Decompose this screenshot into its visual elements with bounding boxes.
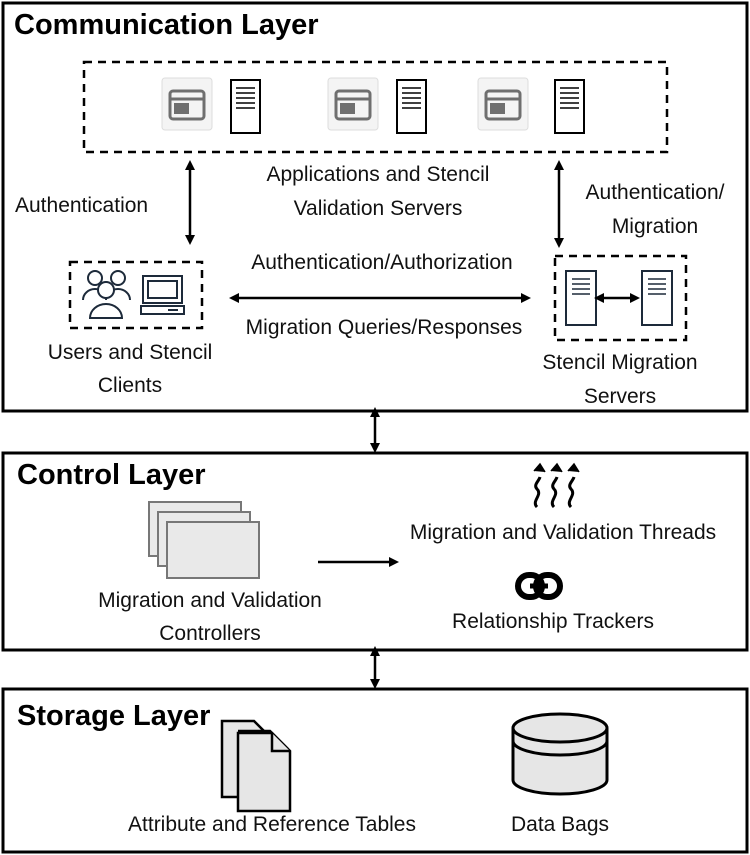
- migration-servers-label-line1: Stencil Migration: [542, 351, 698, 374]
- controllers-label-line1: Migration and Validation: [98, 589, 322, 612]
- trackers-label: Relationship Trackers: [452, 610, 654, 633]
- server-icon: [641, 270, 673, 326]
- storage-layer-title: Storage Layer: [17, 700, 211, 732]
- server-icon: [230, 79, 261, 134]
- bags-label: Data Bags: [510, 813, 610, 836]
- communication-layer-title: Communication Layer: [14, 9, 319, 41]
- auth-right-label-line2: Migration: [611, 215, 699, 238]
- app-servers-label-line2: Validation Servers: [293, 197, 463, 220]
- queries-label: Migration Queries/Responses: [245, 316, 523, 339]
- auth-right-label-line1: Authentication/: [585, 181, 725, 204]
- computer-icon: [140, 275, 185, 315]
- users-icon: [82, 270, 131, 319]
- server-icon: [396, 79, 427, 134]
- browser-window-icon: [327, 77, 379, 131]
- controllers-label-line2: Controllers: [159, 622, 261, 645]
- browser-window-icon: [161, 77, 213, 131]
- migration-servers-group: [553, 254, 688, 342]
- storage-layer-box: [1, 687, 749, 854]
- migration-servers-label-line2: Servers: [583, 385, 657, 408]
- auth-left-label: Authentication: [15, 194, 149, 217]
- controllers-icon: [148, 501, 260, 579]
- clients-label-line1: Users and Stencil: [47, 341, 213, 364]
- database-icon: [511, 712, 609, 796]
- tables-label: Attribute and Reference Tables: [128, 813, 416, 836]
- app-servers-label-line1: Applications and Stencil: [266, 163, 490, 186]
- auth-middle-label: Authentication/Authorization: [251, 251, 513, 274]
- server-icon: [554, 79, 585, 134]
- clients-label-line2: Clients: [97, 374, 163, 397]
- control-layer-title: Control Layer: [17, 459, 206, 491]
- threads-label: Migration and Validation Threads: [409, 521, 717, 544]
- wavy-arrows-icon: [533, 462, 580, 509]
- server-icon: [565, 270, 597, 326]
- document-icon: [220, 719, 292, 813]
- browser-window-icon: [477, 77, 529, 131]
